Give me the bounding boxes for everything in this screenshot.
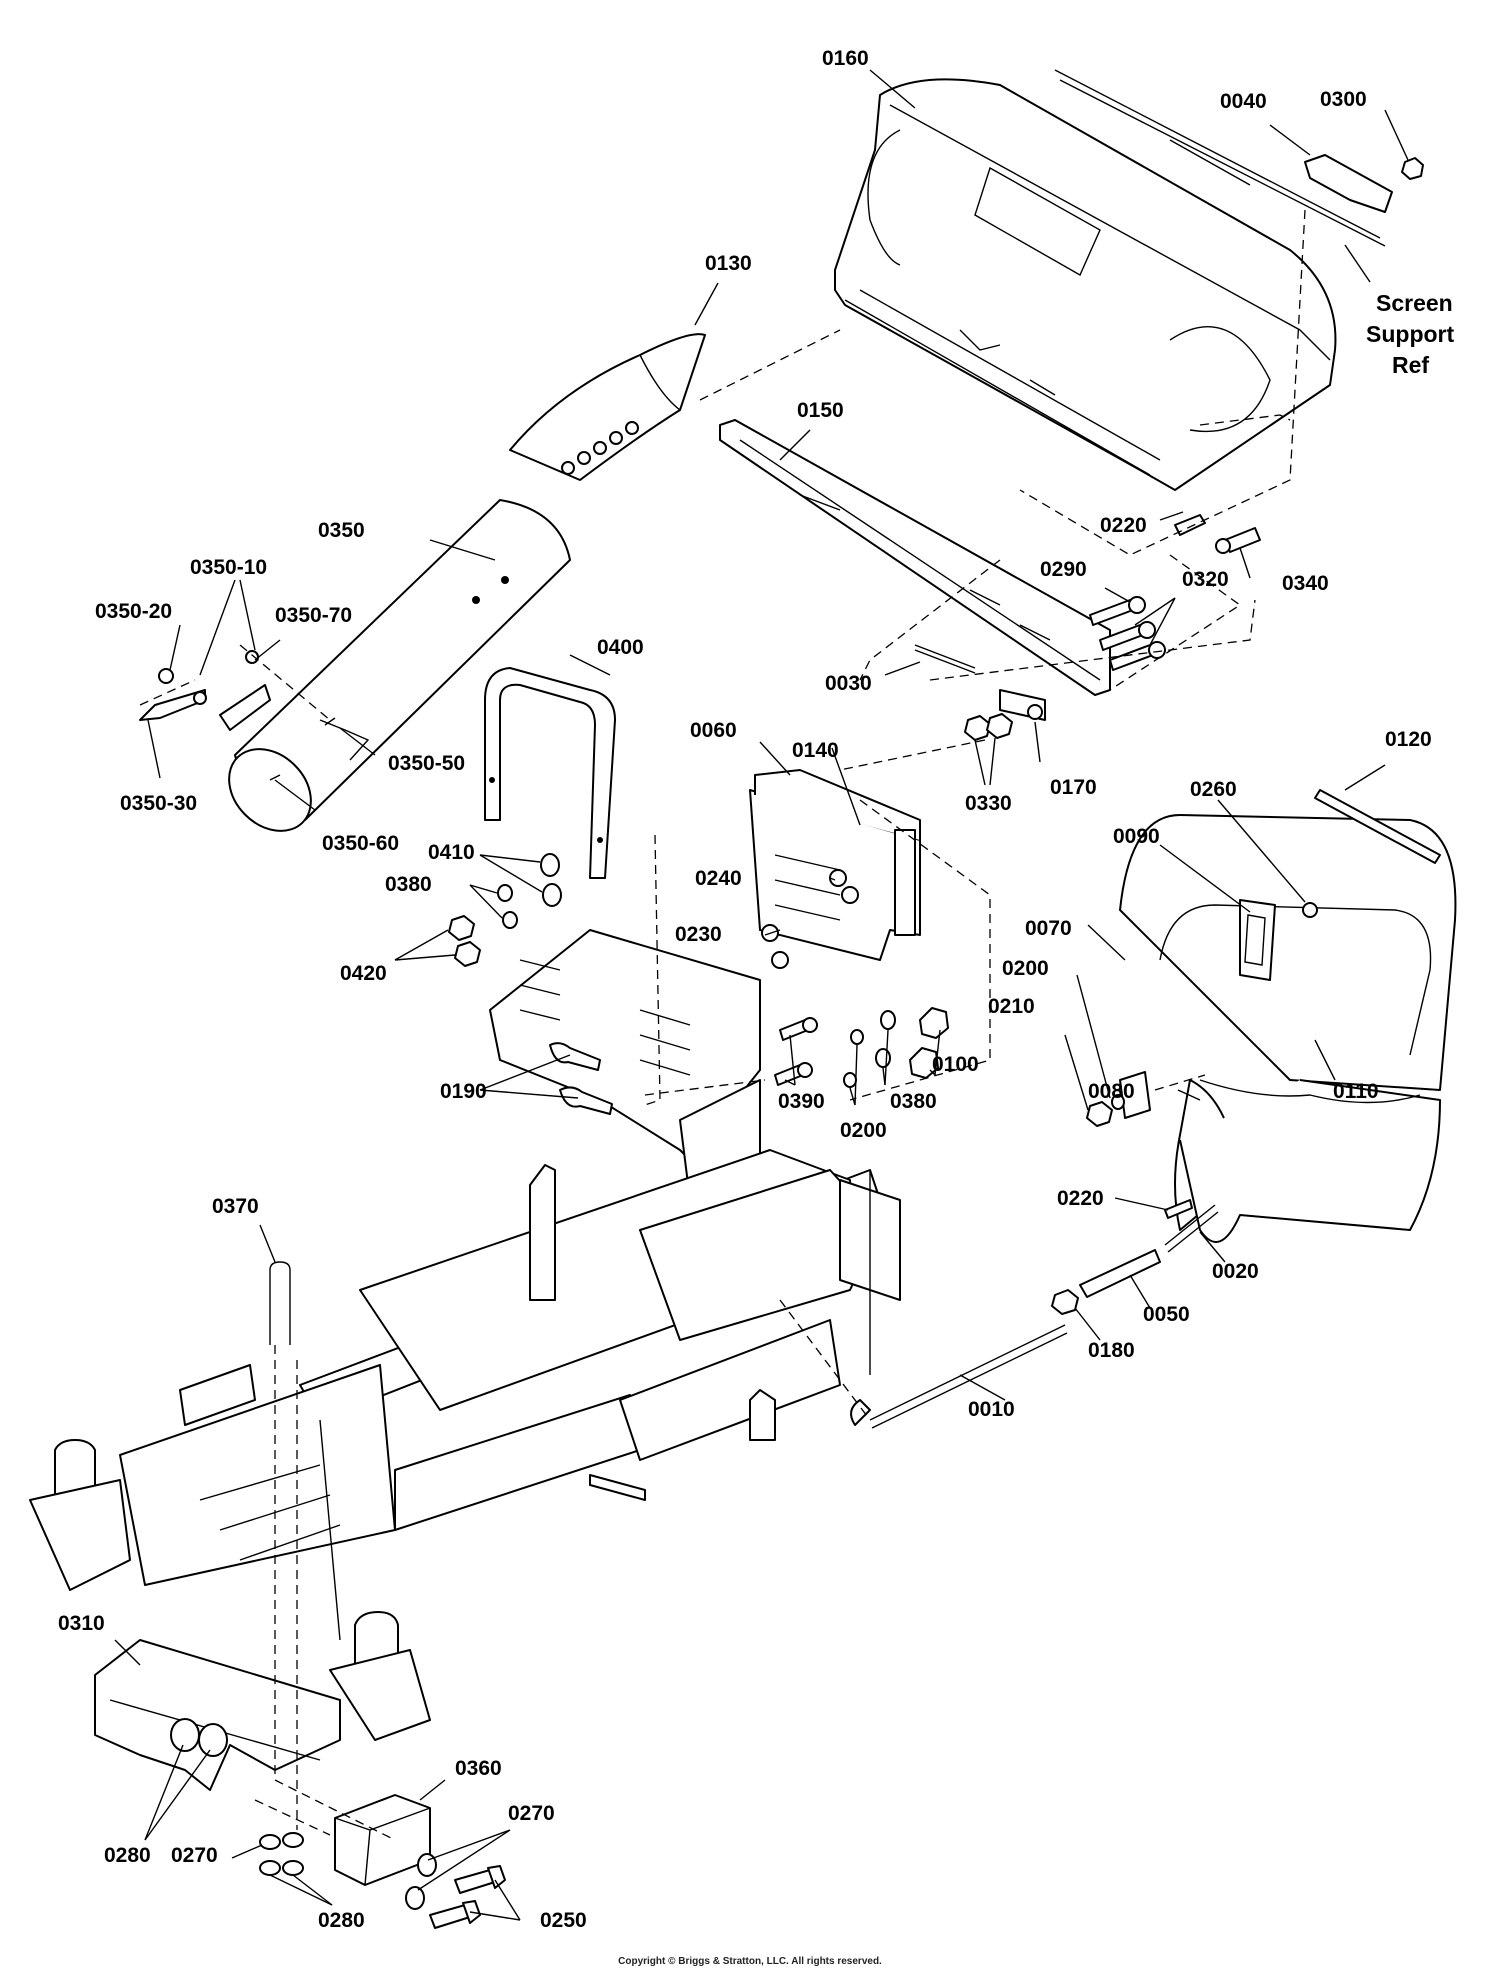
label-0420: 0420 — [340, 962, 387, 985]
label-0110: 0110 — [1333, 1080, 1379, 1103]
label-0230: 0230 — [675, 923, 722, 946]
label-0280-lower: 0280 — [318, 1909, 365, 1932]
label-0310: 0310 — [58, 1612, 105, 1635]
label-0380-left: 0380 — [385, 873, 432, 896]
label-screen-support-ref-3: Ref — [1392, 352, 1429, 378]
label-0360: 0360 — [455, 1757, 502, 1780]
label-0350-50: 0350-50 — [388, 752, 465, 775]
label-0070: 0070 — [1025, 917, 1072, 940]
assembly-lines — [139, 209, 1306, 1841]
bag-frame-0090 — [1239, 899, 1318, 981]
label-0190: 0190 — [440, 1080, 487, 1103]
label-0040: 0040 — [1220, 90, 1267, 113]
label-screen-support-ref-1: Screen — [1376, 290, 1453, 316]
label-0380-right: 0380 — [890, 1090, 937, 1113]
label-0270-left: 0270 — [171, 1844, 218, 1867]
handle-0400 — [484, 667, 616, 879]
nut-0300 — [1401, 157, 1424, 180]
label-0200-right: 0200 — [1002, 957, 1049, 980]
nuts-0330 — [964, 713, 1013, 741]
label-0140: 0140 — [792, 739, 839, 762]
bolts-0290-0320 — [1089, 596, 1166, 671]
callout-labels: 0160 0040 0300 Screen Support Ref 0130 0… — [58, 47, 1454, 1932]
label-0220-upper: 0220 — [1100, 514, 1147, 537]
bolts-0390 — [774, 1017, 818, 1086]
label-0320: 0320 — [1182, 568, 1229, 591]
screen-support-0040 — [1054, 69, 1386, 247]
label-0400: 0400 — [597, 636, 644, 659]
grass-bag-0080 — [1119, 814, 1457, 1243]
bracket-0310 — [94, 1639, 341, 1791]
label-0390: 0390 — [778, 1090, 825, 1113]
label-0210: 0210 — [988, 995, 1035, 1018]
label-0060: 0060 — [690, 719, 737, 742]
label-0350-10: 0350-10 — [190, 556, 267, 579]
label-0350-20: 0350-20 — [95, 600, 172, 623]
label-0260: 0260 — [1190, 778, 1237, 801]
label-0220-lower: 0220 — [1057, 1187, 1104, 1210]
chute-tube-0350 — [228, 499, 571, 832]
bolt-0340 — [1215, 527, 1261, 554]
label-0270-right: 0270 — [508, 1802, 555, 1825]
weight-0360 — [334, 1794, 431, 1886]
copyright-notice: Copyright © Briggs & Stratton, LLC. All … — [618, 1956, 882, 1967]
rod-0120 — [1314, 789, 1441, 864]
bracket-0040 — [1304, 154, 1393, 213]
label-0080: 0080 — [1088, 1080, 1135, 1103]
label-0290: 0290 — [1040, 558, 1087, 581]
label-0350-60: 0350-60 — [322, 832, 399, 855]
label-0370: 0370 — [212, 1195, 259, 1218]
label-0240: 0240 — [695, 867, 742, 890]
label-0170: 0170 — [1050, 776, 1097, 799]
label-0350-70: 0350-70 — [275, 604, 352, 627]
label-0340: 0340 — [1282, 572, 1329, 595]
u-bolt-0370 — [269, 1261, 291, 1345]
label-0350: 0350 — [318, 519, 365, 542]
label-0090: 0090 — [1113, 825, 1160, 848]
label-0300: 0300 — [1320, 88, 1367, 111]
chute-elbow-0130 — [509, 333, 706, 481]
label-0010: 0010 — [968, 1398, 1015, 1421]
bracket-0170 — [999, 689, 1046, 721]
label-0020: 0020 — [1212, 1260, 1259, 1283]
label-screen-support-ref-2: Support — [1366, 321, 1454, 347]
label-0050: 0050 — [1143, 1303, 1190, 1326]
label-0120: 0120 — [1385, 728, 1432, 751]
washers-0410-0380-0420 — [448, 853, 562, 967]
label-0330: 0330 — [965, 792, 1012, 815]
label-0280-upper: 0280 — [104, 1844, 151, 1867]
label-0250: 0250 — [540, 1909, 587, 1932]
rod-0030 — [914, 644, 976, 674]
label-0130: 0130 — [705, 252, 752, 275]
label-0180: 0180 — [1088, 1339, 1135, 1362]
label-0350-30: 0350-30 — [120, 792, 197, 815]
clip-0070 — [1086, 1071, 1151, 1127]
label-0160: 0160 — [822, 47, 869, 70]
fasteners-0250-0270-0280 — [259, 1832, 506, 1929]
leader-lines — [114, 69, 1409, 1921]
label-0100: 0100 — [932, 1053, 979, 1076]
hardware-0240-0230 — [761, 869, 859, 969]
label-0030: 0030 — [825, 672, 872, 695]
label-0410: 0410 — [428, 841, 475, 864]
label-0200-center: 0200 — [840, 1119, 887, 1142]
chassis-frame — [29, 1149, 901, 1741]
label-0150: 0150 — [797, 399, 844, 422]
chute-hardware-0350 — [139, 650, 336, 781]
hopper-lid-0160 — [834, 78, 1337, 491]
side-plates-0190 — [489, 929, 761, 1201]
